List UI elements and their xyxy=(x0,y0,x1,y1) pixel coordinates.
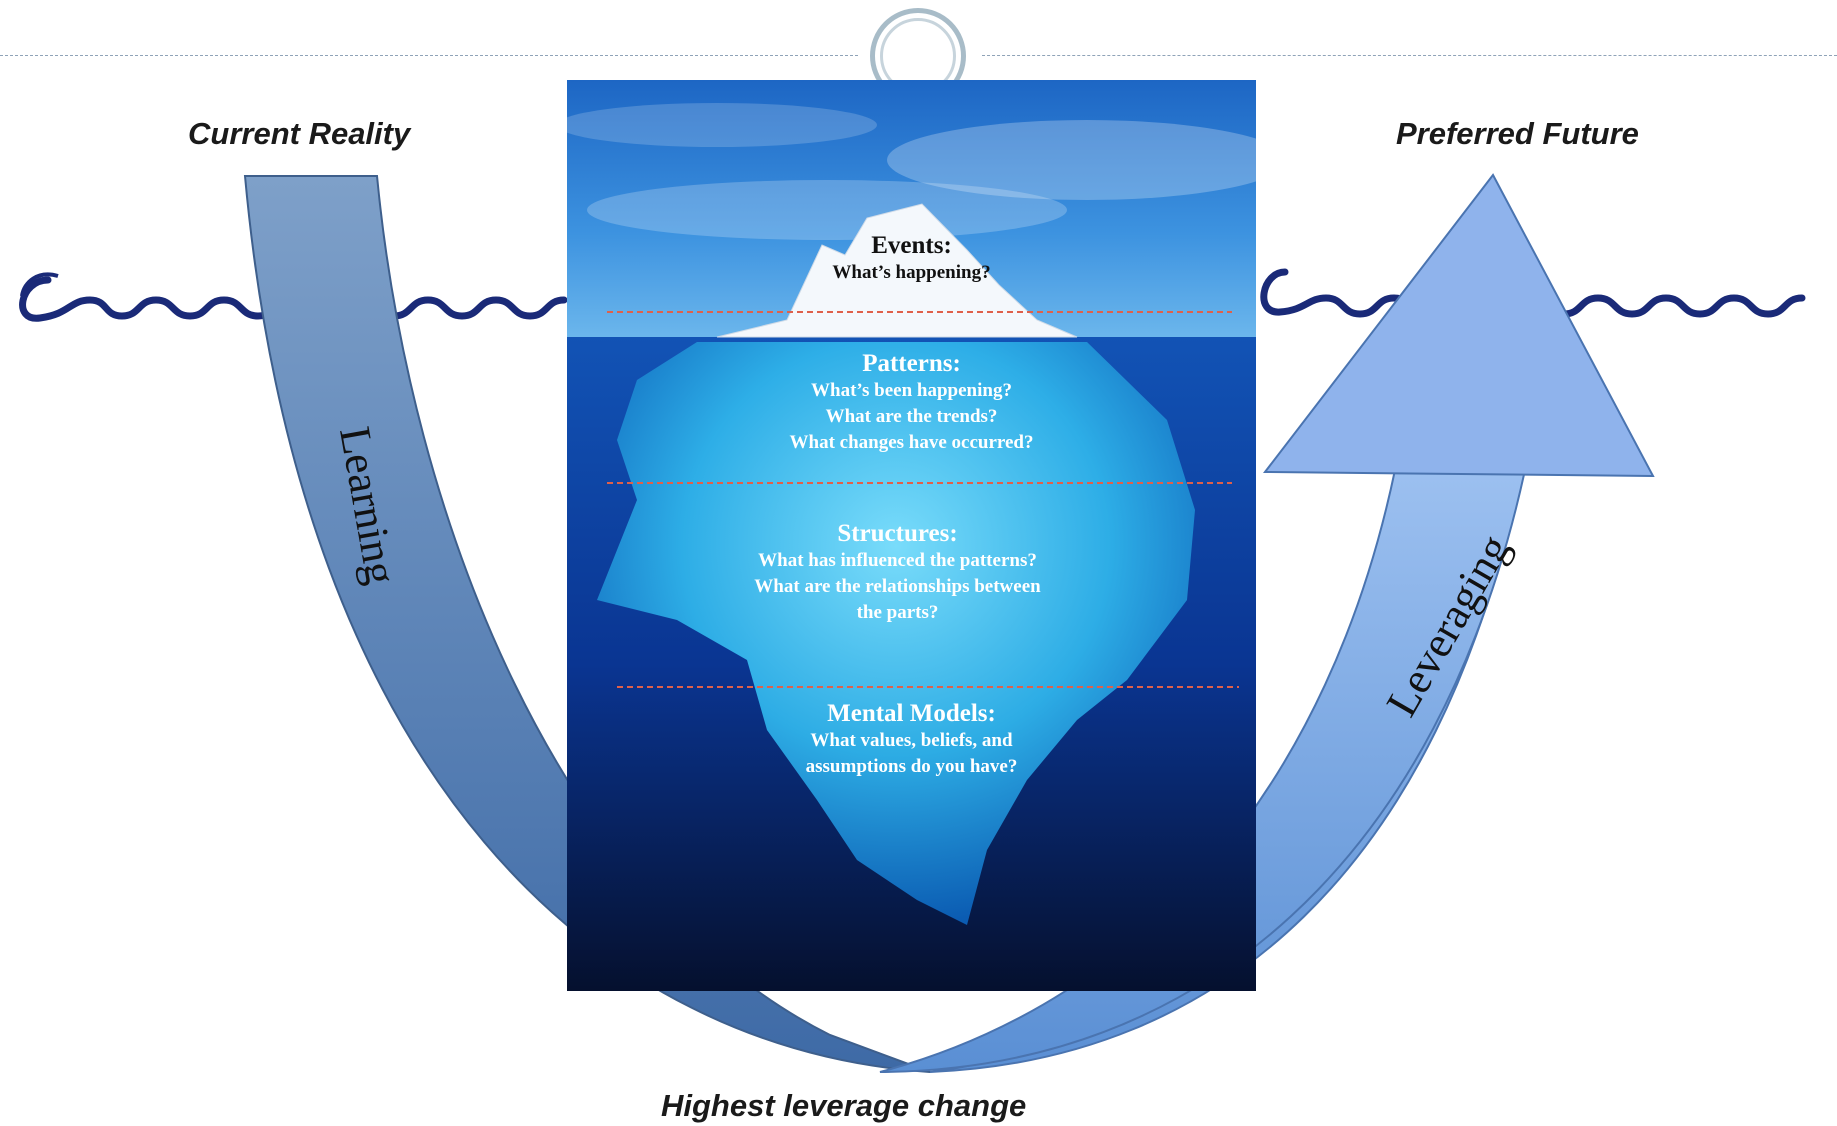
structures-line: What are the relationships between xyxy=(754,576,1041,597)
current-reality-label: Current Reality xyxy=(188,116,411,151)
patterns-title: Patterns: xyxy=(862,350,961,377)
level-mental-models: Mental Models: What values, beliefs, and… xyxy=(567,700,1256,780)
level-events: Events: What’s happening? xyxy=(567,232,1256,286)
patterns-line: What’s been happening? xyxy=(811,380,1012,401)
events-line: What’s happening? xyxy=(832,262,991,283)
iceberg-graphic xyxy=(567,80,1256,991)
iceberg-image: Events: What’s happening? Patterns: What… xyxy=(567,80,1256,991)
level-patterns: Patterns: What’s been happening? What ar… xyxy=(567,350,1256,456)
structures-line: What has influenced the patterns? xyxy=(758,550,1037,571)
mental-models-line: What values, beliefs, and xyxy=(810,730,1013,751)
highest-leverage-label: Highest leverage change xyxy=(661,1088,1027,1123)
preferred-future-label: Preferred Future xyxy=(1396,116,1639,151)
events-title: Events: xyxy=(871,232,952,259)
iceberg-tip xyxy=(716,203,1078,338)
patterns-line: What are the trends? xyxy=(825,406,998,427)
structures-title: Structures: xyxy=(837,520,958,547)
top-divider-right xyxy=(982,55,1837,56)
iceberg-body xyxy=(597,342,1195,925)
top-divider-left xyxy=(0,55,858,56)
structures-line: the parts? xyxy=(856,602,939,623)
patterns-line: What changes have occurred? xyxy=(789,432,1034,453)
level-structures: Structures: What has influenced the patt… xyxy=(567,520,1242,626)
mental-models-title: Mental Models: xyxy=(827,700,996,727)
leveraging-arrowhead xyxy=(1262,173,1655,478)
mental-models-line: assumptions do you have? xyxy=(805,756,1018,777)
